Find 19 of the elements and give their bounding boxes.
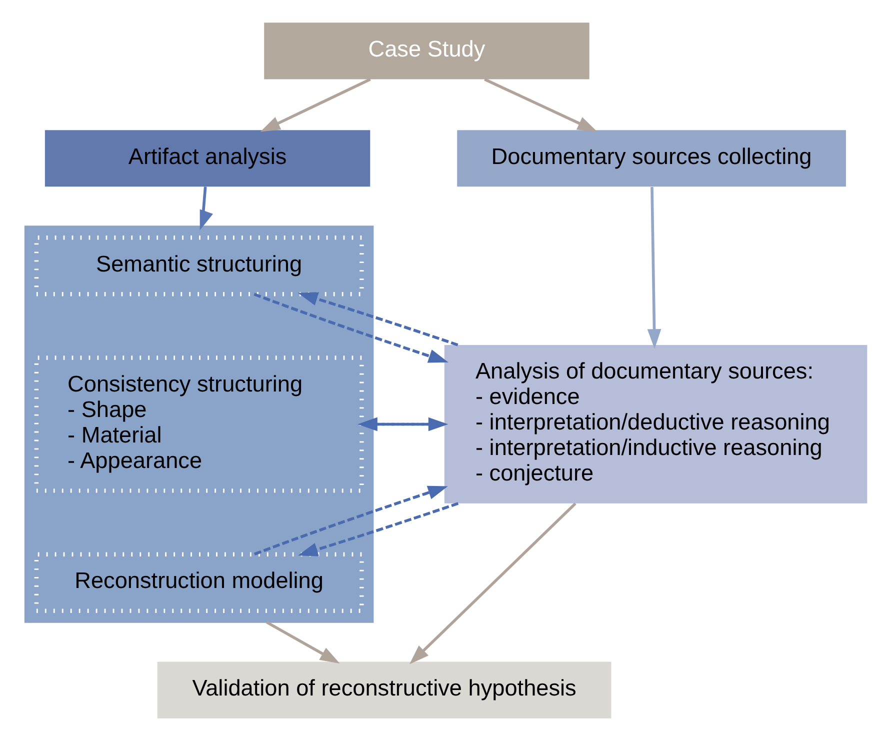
arrow: [298, 502, 459, 556]
arrow: [647, 186, 662, 349]
arrow: [254, 292, 448, 363]
cluster: [24, 226, 374, 623]
node-box: Analysis of documentary sources: - evidence - interpretation/deductive reasoning - interpretation/inductive reasoning - conjecture: [444, 345, 868, 504]
arrow: [484, 78, 598, 132]
node-box: Validation of reconstructive hypothesis: [157, 662, 612, 718]
arrow: [409, 502, 576, 664]
arrow: [260, 78, 371, 132]
arrow: [200, 186, 213, 230]
arrow: [298, 292, 458, 346]
node-box: Semantic structuring: [34, 235, 364, 296]
node-box: Artifact analysis: [44, 130, 370, 187]
node-box: Case Study: [264, 22, 590, 80]
node-box: Reconstruction modeling: [34, 552, 364, 613]
node-box: Consistency structuring - Shape - Material - Appearance: [34, 356, 364, 493]
arrow: [254, 486, 448, 556]
arrow: [266, 620, 340, 664]
node-box: Documentary sources collecting: [457, 130, 846, 187]
